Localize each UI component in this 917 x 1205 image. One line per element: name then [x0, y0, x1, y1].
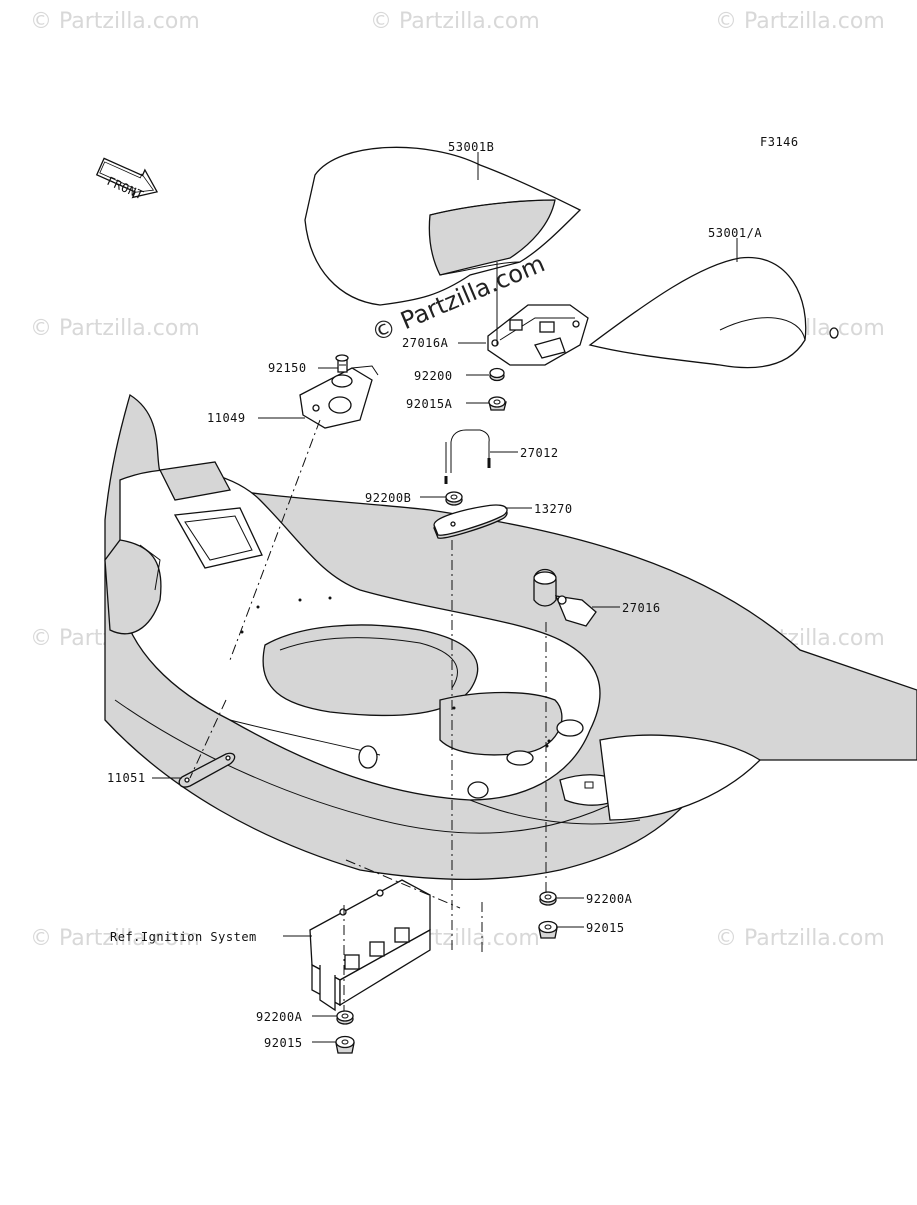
assembly-lines [189, 262, 547, 1011]
part-labels: F3146 53001B 53001/A 27016A 92150 11049 … [107, 135, 799, 1050]
washer-92200 [489, 367, 505, 382]
label-27016: 27016 [622, 601, 661, 615]
label-92015-left: 92015 [264, 1036, 303, 1050]
watermark: © Partzilla.com [30, 926, 200, 951]
strap-11051 [178, 752, 236, 788]
hull-deck [104, 393, 917, 881]
watermark: © Partzilla.com [370, 9, 540, 34]
label-53001A: 53001/A [708, 226, 762, 240]
label-92200B: 92200B [365, 491, 411, 505]
nut-92015-right [538, 920, 558, 939]
washer-92200A-left [336, 1010, 354, 1025]
label-11049: 11049 [207, 411, 246, 425]
label-92015-right: 92015 [586, 921, 625, 935]
label-27012: 27012 [520, 446, 559, 460]
figure-code: F3146 [760, 135, 799, 149]
bracket-11049 [299, 365, 379, 429]
watermark: © Partzilla.com [715, 9, 885, 34]
label-11051: 11051 [107, 771, 146, 785]
washer-92200A-right [539, 891, 557, 906]
front-arrow-icon [95, 157, 159, 199]
watermark: © Partzilla.com [30, 316, 200, 341]
front-seat [588, 256, 839, 369]
label-92200A-left: 92200A [256, 1010, 303, 1024]
bolt-92150 [335, 354, 349, 373]
nut-92015A [488, 396, 507, 411]
label-92150: 92150 [268, 361, 307, 375]
label-ref-ignition-system: Ref.Ignition System [110, 930, 257, 944]
label-92200A-right: 92200A [586, 892, 633, 906]
watermark: © Partzilla.com [30, 9, 200, 34]
nut-92015-left [335, 1035, 355, 1054]
label-13270: 13270 [534, 502, 573, 516]
label-92015A: 92015A [406, 397, 453, 411]
plate-13270 [433, 504, 508, 539]
watermark: © Partzilla.com [715, 926, 885, 951]
ignition-bracket [309, 879, 431, 1012]
latch-27016 [533, 568, 597, 627]
leader-lines [152, 152, 738, 1043]
label-53001B: 53001B [448, 140, 494, 154]
label-27016A: 27016A [402, 336, 449, 350]
u-bolt-27012 [444, 429, 491, 484]
washer-92200B [445, 491, 463, 506]
label-92200: 92200 [414, 369, 453, 383]
seat-latch-bracket [487, 304, 589, 366]
rear-seat [304, 146, 582, 306]
